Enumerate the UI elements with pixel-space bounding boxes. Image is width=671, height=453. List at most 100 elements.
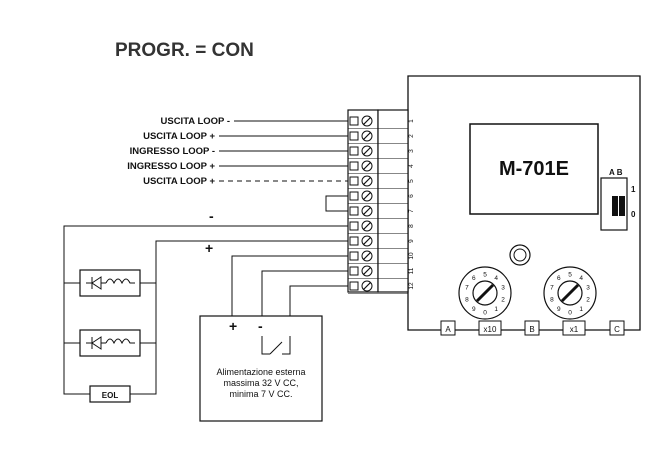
switch-position-on: 1	[631, 185, 636, 194]
bottom-tabs: A x10 B x1 C	[440, 320, 625, 336]
terminal-number: 5	[408, 179, 415, 183]
loop-wires	[219, 120, 348, 182]
terminal-number: 12	[408, 282, 415, 290]
tab-label: A	[445, 325, 451, 334]
psu-wire-minus	[261, 270, 348, 316]
screw-slot	[363, 192, 371, 200]
terminal-clamp	[349, 206, 359, 216]
dip-switch-lever-b	[619, 196, 625, 216]
tab-label: C	[614, 325, 620, 334]
screw-slot	[363, 117, 371, 125]
coil-icon	[105, 338, 135, 345]
psu-wire-plus	[231, 255, 348, 316]
dial-number: 1	[579, 306, 583, 313]
terminal-clamp	[349, 236, 359, 246]
psu-line-2: massima 32 V CC,	[223, 378, 298, 388]
wire-label-5: USCITA LOOP +	[143, 176, 215, 187]
dial-number: 0	[483, 310, 487, 317]
terminal-clamp	[349, 131, 359, 141]
screw-slot	[363, 282, 371, 290]
terminal-clamp	[349, 146, 359, 156]
terminal-number: 3	[408, 149, 415, 153]
dial-number: 7	[465, 285, 469, 292]
wire-plus	[130, 240, 348, 395]
module-housing	[407, 75, 641, 331]
terminal-number: 6	[408, 194, 415, 198]
terminal-number: 4	[408, 164, 415, 168]
wire-label-1: USCITA LOOP -	[161, 116, 231, 127]
model-name: M-701E	[499, 158, 569, 180]
terminal-clamp	[349, 191, 359, 201]
dial-ring	[543, 266, 597, 320]
terminal-clamp	[349, 251, 359, 261]
dial-ring	[458, 266, 512, 320]
polarity-plus: +	[205, 240, 213, 256]
led-lens	[513, 248, 527, 262]
detector-device	[79, 269, 141, 297]
tab-label: B	[529, 325, 534, 334]
dial-number: 8	[465, 296, 469, 303]
terminal-number: 9	[408, 239, 415, 243]
tab-box	[562, 320, 586, 336]
dial-number: 2	[586, 296, 590, 303]
screw-slot	[363, 267, 371, 275]
dial-number: 2	[501, 296, 505, 303]
dial-number: 3	[501, 285, 505, 292]
eol-label: EOL	[102, 391, 119, 400]
psu-minus: -	[258, 318, 263, 334]
terminal-clamp	[349, 266, 359, 276]
tab-label: x1	[570, 325, 579, 334]
eol-resistor	[89, 385, 131, 403]
wire-minus	[63, 225, 348, 395]
tab-box	[609, 320, 625, 336]
led-indicator	[509, 244, 531, 266]
switch-label: A B	[609, 168, 623, 177]
dial-number: 6	[557, 275, 561, 282]
dial-slot	[560, 283, 580, 303]
terminal-clamp	[349, 116, 359, 126]
wire-label-4: INGRESSO LOOP +	[127, 161, 215, 172]
coil-icon	[105, 278, 135, 285]
power-wires	[231, 255, 348, 316]
dial-knob	[557, 280, 583, 306]
detector-device	[79, 329, 141, 357]
dial-number: 4	[494, 275, 498, 282]
diode-icon	[86, 276, 106, 290]
dial-number: 1	[494, 306, 498, 313]
jumper-wire	[325, 195, 348, 212]
terminal-clamp	[349, 281, 359, 291]
dial-number: 4	[579, 275, 583, 282]
screw-slot	[363, 147, 371, 155]
switch-position-off: 0	[631, 210, 636, 219]
terminal-clamp	[349, 176, 359, 186]
dial-number: 6	[472, 275, 476, 282]
terminal-number: 10	[408, 252, 415, 260]
terminal-number: 11	[408, 267, 415, 274]
psu-line-3: minima 7 V CC.	[229, 389, 292, 399]
terminal-number: 8	[408, 224, 415, 228]
psu-line-1: Alimentazione esterna	[216, 367, 305, 377]
screw-slot	[363, 132, 371, 140]
initiating-circuit	[63, 225, 348, 395]
dial-number: 5	[483, 272, 487, 279]
dial-knob	[472, 280, 498, 306]
screw-slot	[363, 237, 371, 245]
terminal-clamp	[349, 161, 359, 171]
dial-number: 9	[557, 306, 561, 313]
screw-slot	[363, 222, 371, 230]
dial-number: 0	[568, 310, 572, 317]
psu-wire-relay	[289, 285, 348, 316]
wire-label-2: USCITA LOOP +	[143, 131, 215, 142]
dial-number: 5	[568, 272, 572, 279]
psu-plus: +	[229, 318, 237, 334]
dial-slot	[475, 283, 495, 303]
screw-slot	[363, 177, 371, 185]
dial-number: 3	[586, 285, 590, 292]
tab-box	[478, 320, 502, 336]
terminal-clamp	[349, 221, 359, 231]
wire-label-3: INGRESSO LOOP -	[130, 146, 215, 157]
polarity-minus: -	[209, 208, 214, 224]
